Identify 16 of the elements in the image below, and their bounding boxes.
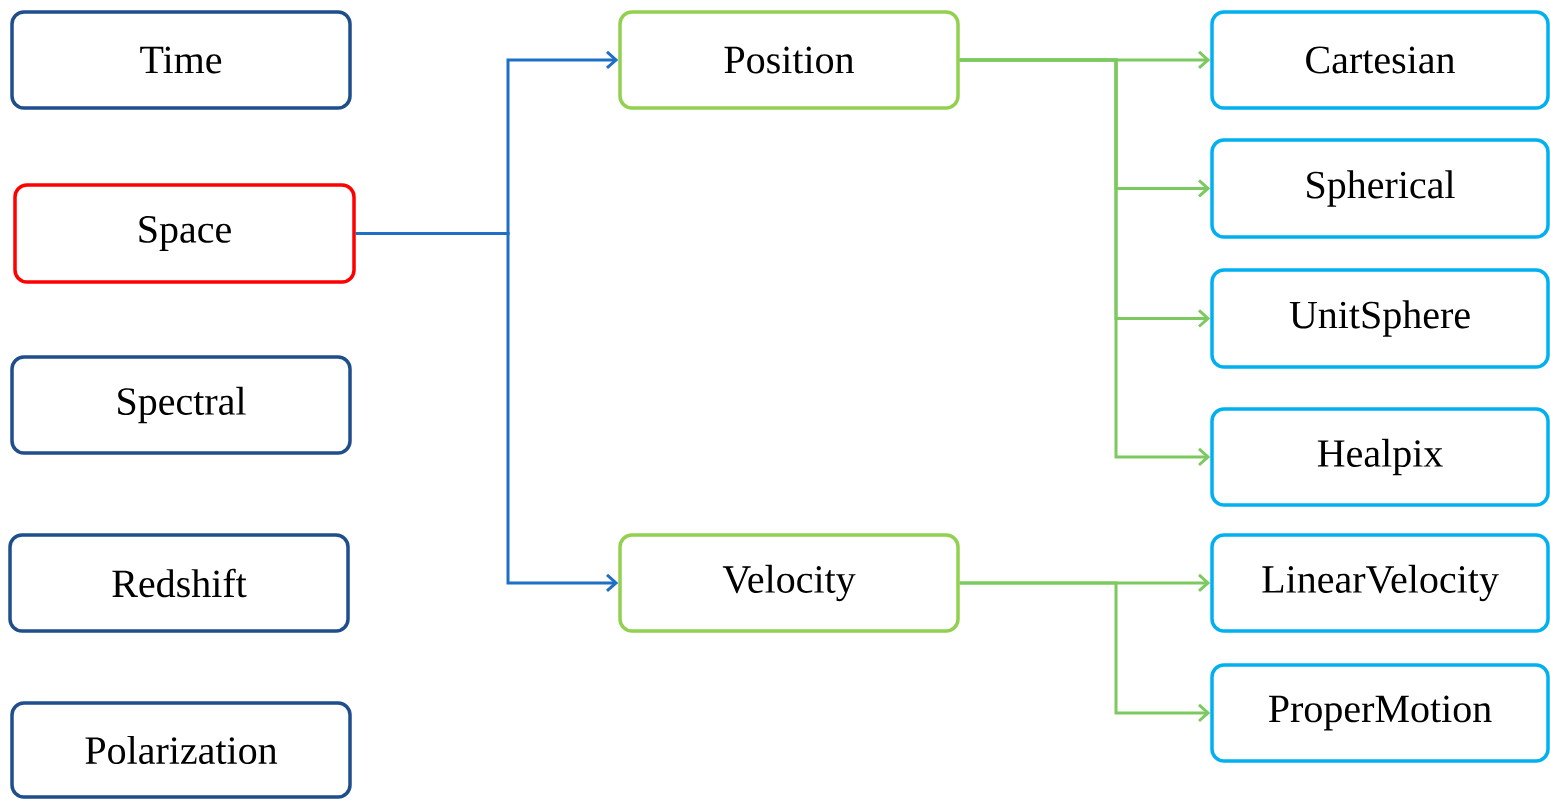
representation-box: Spherical	[1210, 138, 1550, 239]
category-box: Time	[10, 10, 352, 110]
category-box: Space	[13, 183, 356, 284]
arrow	[355, 232, 619, 593]
category-box: Polarization	[10, 701, 352, 799]
representation-box: ProperMotion	[1210, 663, 1550, 763]
representation-box: Cartesian	[1210, 10, 1550, 110]
subcategory-box: Position	[618, 10, 960, 110]
representation-box: UnitSphere	[1210, 268, 1550, 369]
representation-box: Healpix	[1210, 407, 1550, 507]
category-box: Spectral	[10, 355, 352, 455]
category-box: Redshift	[8, 533, 350, 633]
arrow	[959, 581, 1211, 723]
arrow	[959, 58, 1211, 467]
subcategory-box: Velocity	[618, 533, 960, 633]
representation-box: LinearVelocity	[1210, 533, 1550, 633]
